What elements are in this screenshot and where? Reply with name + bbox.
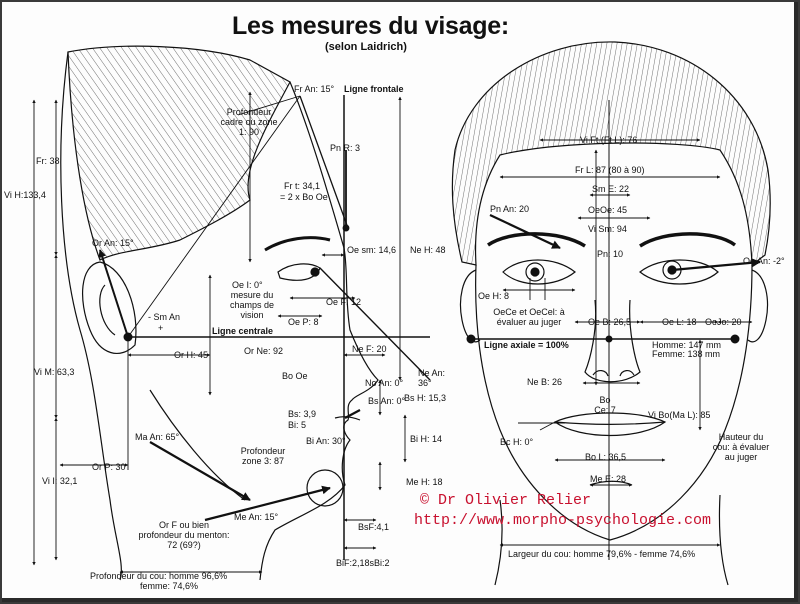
diagram-title: Les mesures du visage:	[232, 12, 509, 40]
profile-ear	[81, 261, 137, 354]
label-sm-an: - Sm An	[148, 312, 181, 322]
label-bo-oe-x2: = 2 x Bo Oe	[280, 192, 328, 202]
profile-mouth	[334, 416, 361, 421]
label-oe-f: Oe F: 12	[326, 297, 362, 307]
credit-url[interactable]: http://www.morpho-psychologie.com	[414, 512, 712, 529]
label-oe-oe: OeOe: 45	[588, 205, 628, 215]
label-ne-h: Ne H: 48	[410, 245, 446, 255]
label-plus: +	[158, 323, 164, 333]
label-oe-b: Oe B: 26,5	[588, 317, 632, 327]
label-ligne-centrale: Ligne centrale	[212, 326, 274, 336]
label-me-e: Me E: 28	[590, 474, 627, 484]
label-ma-an: Ma An: 65°	[135, 432, 180, 442]
label-vi-sm: Vi Sm: 94	[588, 224, 627, 234]
label-or-p: Or P: 30	[92, 462, 126, 472]
diagram-subtitle: (selon Laidrich)	[325, 41, 407, 53]
label-oe-h: Oe H: 8	[478, 291, 510, 301]
label-bi: Bi: 5	[288, 420, 307, 430]
label-vi-h: Vi H:133,4	[4, 190, 46, 200]
label-fr: Fr: 38	[36, 156, 60, 166]
label-bi-an: Bi An: 30°	[306, 436, 346, 446]
label-oe-l: Oe L: 18	[662, 317, 697, 327]
front-nose	[584, 299, 641, 383]
profile-eyebrow	[264, 236, 331, 252]
label-or-ne: Or Ne: 92	[244, 346, 284, 356]
label-or-f: Or F ou bien profondeur du menton: 72 (6…	[138, 520, 230, 550]
label-or-an: Or An: 15°	[92, 238, 134, 248]
label-profondeur-cadre: Profondeur cadre ou zone 1: 90	[220, 107, 278, 137]
label-bo-oe: Bo Oe	[282, 371, 308, 381]
label-me-an: Me An: 15°	[234, 512, 279, 522]
label-profondeur-zone3: Profondeur zone 3: 87	[240, 446, 286, 466]
label-pn-r: Pn R: 3	[330, 143, 361, 153]
label-pn-an: Pn An: 20	[490, 204, 530, 214]
label-oe-p: Oe P: 8	[288, 317, 319, 327]
front-eye-right	[639, 259, 719, 285]
label-oe-an: Oe An: -2°	[743, 256, 785, 266]
front-eyebrow-left	[487, 232, 586, 248]
label-oe-sm: Oe sm: 14,6	[347, 245, 397, 255]
label-bs: Bs: 3,9	[288, 409, 317, 419]
label-me-h: Me H: 18	[406, 477, 443, 487]
label-oe-i: Oe I: 0°	[232, 280, 263, 290]
label-bs-an: Bs An: 0°	[368, 396, 406, 406]
label-vi-l: Vi I: 32,1	[42, 476, 78, 486]
front-eye-left	[502, 259, 576, 285]
label-vi-bo: Vi Bo(Ma L): 85	[648, 410, 711, 420]
label-bi-h: Bi H: 14	[410, 434, 443, 444]
label-oe-jo: OeJo: 20	[705, 317, 742, 327]
label-largeur-cou: Largeur du cou: homme 79,6% - femme 74,6…	[508, 549, 696, 559]
front-head	[451, 41, 771, 586]
label-hauteur-cou: Hauteur du cou: à évaluer au juger	[712, 432, 770, 462]
label-bs-h: Bs H: 15,3	[404, 393, 447, 403]
label-oece: OeCe et OeCel: à évaluer au juger	[493, 307, 565, 327]
front-face-outline	[475, 264, 753, 541]
label-femme: Femme: 138 mm	[652, 349, 721, 359]
credit-author: © Dr Olivier Relier	[420, 492, 592, 509]
label-vi-ft: Vi Ft (Ft L): 76	[580, 135, 638, 145]
label-vi-m: Vi M: 63,3	[34, 367, 75, 377]
label-fr-an: Fr An: 15°	[294, 84, 335, 94]
label-homme: Homme: 147 mm	[652, 340, 722, 350]
label-ligne-frontale: Ligne frontale	[344, 84, 404, 94]
label-bo-ce: Bo Ce: 7	[594, 395, 616, 415]
label-mesure-champs: mesure du champs de vision	[229, 290, 275, 320]
profile-head	[60, 45, 379, 581]
label-no-an: No An: 0°	[365, 378, 404, 388]
label-pn: Pn: 10	[597, 249, 624, 259]
front-hair	[451, 41, 771, 267]
label-bc-h: Bc H: 0°	[500, 437, 534, 447]
label-or-h: Or H: 45	[174, 350, 209, 360]
label-femme-cou: femme: 74,6%	[140, 581, 199, 591]
front-eyebrow-right	[639, 232, 737, 248]
label-bo-l: Bo L: 36,5	[585, 452, 627, 462]
label-profondeur-cou: Profondeur du cou: homme 96,6%	[90, 571, 228, 581]
label-ne-f: Ne F: 20	[352, 344, 387, 354]
label-bif: BiF:2,18sBi:2	[336, 558, 390, 568]
label-sm-e: Sm E: 22	[592, 184, 630, 194]
profile-hair	[67, 45, 291, 261]
label-bsf: BsF:4,1	[358, 522, 390, 532]
label-fr-l: Fr L: 87 (80 à 90)	[575, 165, 645, 175]
label-ne-b: Ne B: 26	[527, 377, 563, 387]
label-ligne-axiale: Ligne axiale = 100%	[484, 340, 569, 350]
label-ne-an: Ne An: 36°	[418, 368, 446, 388]
label-fr-t: Fr t: 34,1	[284, 181, 321, 191]
